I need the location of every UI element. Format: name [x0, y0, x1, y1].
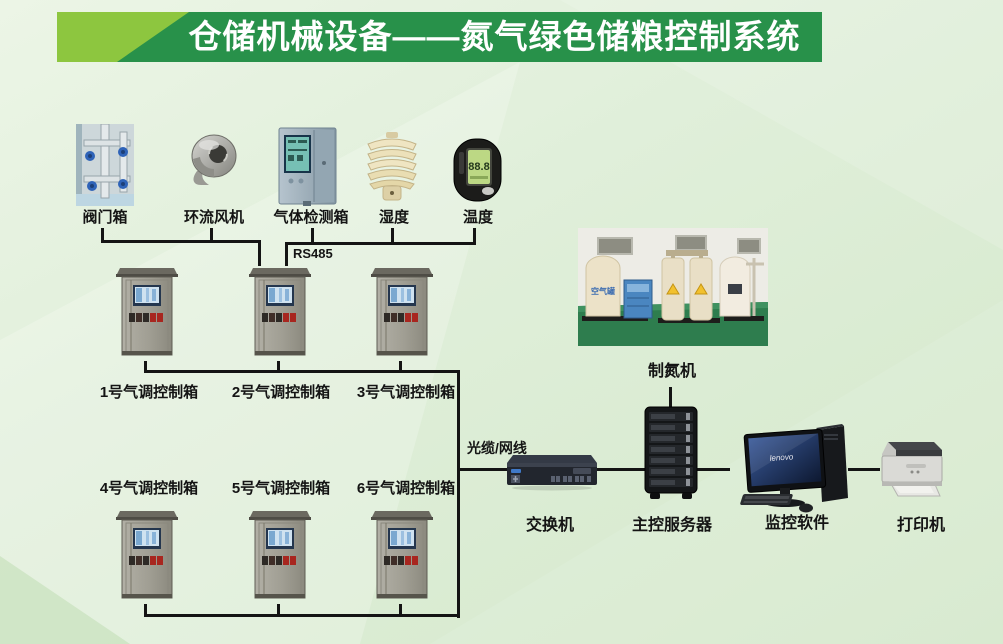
rs485-bus-label: RS485	[293, 246, 333, 261]
connector-line	[277, 361, 280, 372]
connector-line	[101, 240, 261, 243]
control-box-6-image	[371, 507, 433, 605]
connector-line	[391, 228, 394, 244]
switch-label: 交换机	[525, 517, 574, 534]
connector-line	[144, 614, 460, 617]
main-server-image	[644, 406, 698, 501]
connector-line	[311, 228, 314, 244]
circulation-fan-image	[183, 131, 239, 189]
server-label: 主控服务器	[631, 517, 712, 534]
connector-line	[399, 604, 402, 617]
connector-line	[669, 387, 672, 407]
connector-line	[210, 228, 213, 242]
nitrogen-generator-label: 制氮机	[647, 363, 696, 380]
page-title: 仓储机械设备——氮气绿色储粮控制系统	[188, 18, 801, 55]
sensor-label-temperature: 温度	[462, 209, 493, 226]
sensor-label-humidity: 湿度	[378, 209, 409, 226]
control-box-5-image	[249, 507, 311, 605]
monitoring-software-label: 监控软件	[764, 515, 829, 532]
valve-box-image	[76, 124, 134, 206]
connector-line	[277, 604, 280, 617]
control-box-5-label: 5号气调控制箱	[231, 480, 331, 497]
connector-line	[144, 361, 147, 372]
connector-line	[285, 242, 476, 245]
network-line	[848, 468, 880, 471]
connector-line	[473, 228, 476, 244]
fiber-cable-label: 光缆/网线	[467, 440, 527, 456]
gas-detection-box-image	[277, 127, 339, 207]
control-box-1-image	[116, 264, 178, 362]
temperature-sensor-image: 88.8	[453, 138, 502, 202]
monitoring-computer-image: lenovo	[738, 424, 853, 514]
nitrogen-generator-photo: 空气罐	[578, 228, 768, 346]
control-box-2-image	[249, 264, 311, 362]
monitor-brand-logo: lenovo	[769, 452, 794, 463]
control-box-3-label: 3号气调控制箱	[356, 384, 456, 401]
printer-image	[876, 440, 948, 502]
control-box-4-label: 4号气调控制箱	[99, 480, 199, 497]
trunk-line	[457, 370, 460, 618]
humidity-sensor-image	[366, 132, 418, 202]
control-box-1-label: 1号气调控制箱	[99, 384, 199, 401]
printer-label: 打印机	[896, 517, 945, 534]
network-switch-image	[503, 451, 597, 491]
control-box-3-image	[371, 264, 433, 362]
title-banner: 仓储机械设备——氮气绿色储粮控制系统	[57, 12, 822, 62]
temperature-reading: 88.8	[468, 161, 489, 173]
connector-line	[144, 604, 147, 617]
connector-line	[258, 240, 261, 266]
sensor-label-gas-detection-box: 气体检测箱	[273, 209, 349, 226]
control-box-6-label: 6号气调控制箱	[356, 480, 456, 497]
connector-line	[144, 370, 460, 373]
connector-line	[101, 228, 104, 242]
sensor-label-valve-box: 阀门箱	[82, 209, 128, 226]
connector-line	[399, 361, 402, 372]
control-box-4-image	[116, 507, 178, 605]
control-box-2-label: 2号气调控制箱	[231, 384, 331, 401]
sensor-label-circulation-fan: 环流风机	[183, 209, 244, 226]
connector-line	[285, 242, 288, 266]
air-tank-text: 空气罐	[591, 286, 615, 296]
